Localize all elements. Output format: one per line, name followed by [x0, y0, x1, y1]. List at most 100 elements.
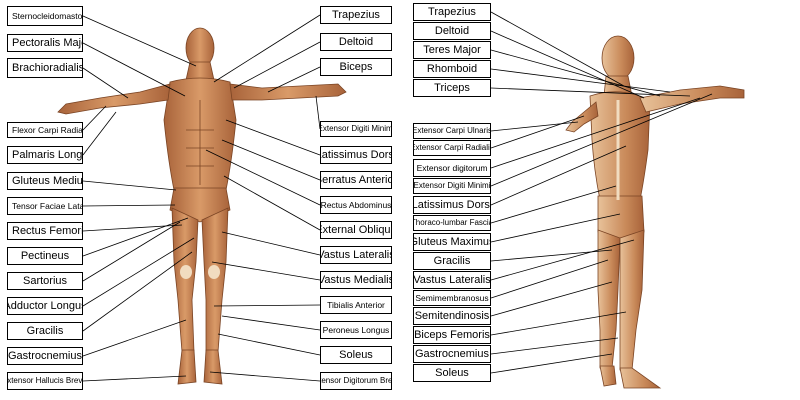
leader-line: [82, 111, 117, 156]
leader-line: [490, 115, 585, 149]
leader-line: [209, 371, 321, 382]
back-label-latissimus-dorsi: Latissimus Dorsi: [413, 196, 491, 214]
front-foot-right: [203, 349, 223, 385]
leader-line: [221, 139, 321, 181]
leader-line: [490, 97, 701, 169]
back-label-gracilis: Gracilis: [413, 252, 491, 270]
back-label-trapezius: Trapezius: [413, 3, 491, 21]
front-label-rectus-femoris: Rectus Femoris: [7, 222, 83, 240]
leader-line: [213, 14, 321, 83]
back-leg-right: [619, 229, 645, 371]
leader-line: [82, 204, 176, 207]
back-label-soleus: Soleus: [413, 364, 491, 382]
front-figure: [57, 27, 347, 385]
leader-line: [490, 30, 645, 99]
leader-line: [490, 337, 619, 355]
leader-line: [217, 333, 321, 356]
leader-line: [490, 239, 635, 281]
back-arm-extended: [639, 85, 745, 113]
back-label-extensor-digitorum: Extensor digitorum: [413, 159, 491, 177]
leader-line: [82, 375, 187, 382]
leader-line: [490, 93, 713, 187]
front-label-tibialis-anterior: Tibialis Anterior: [320, 296, 392, 314]
back-foot-left: [599, 365, 617, 387]
leader-line: [82, 42, 186, 97]
front-label-vastus-medialis: Vastus Medialis: [320, 271, 392, 289]
leader-line: [221, 231, 321, 256]
back-label-deltoid: Deltoid: [413, 22, 491, 40]
back-label-biceps-femoris: Biceps Femoris: [413, 326, 491, 344]
leader-line: [82, 105, 107, 131]
back-head: [601, 35, 635, 81]
leader-line: [490, 259, 609, 299]
front-leg-left: [171, 207, 199, 353]
back-label-semimembranosus: Semimembranosus: [413, 290, 491, 306]
front-label-palmaris-longus: Palmaris Longus: [7, 146, 83, 164]
back-label-triceps: Triceps: [413, 79, 491, 97]
leader-line: [211, 261, 321, 281]
front-label-soleus: Soleus: [320, 346, 392, 364]
leader-line: [490, 121, 579, 132]
front-label-pectoralis-major: Pectoralis Major: [7, 34, 83, 52]
leader-line: [205, 149, 321, 206]
leader-line: [82, 251, 193, 332]
leader-line: [213, 304, 321, 307]
front-label-brachioradialis: Brachioradialis: [7, 58, 83, 78]
back-foot-right: [619, 367, 662, 389]
back-figure: [565, 35, 745, 389]
front-label-serratus-anterior: Serratus Anterior: [320, 171, 392, 189]
front-label-latissimus-dorsi: Latissimus Dorsi: [320, 146, 392, 164]
front-label-rectus-abdominus: Rectus Abdominus: [320, 196, 392, 214]
back-torso: [589, 91, 651, 201]
front-label-flexor-carpi-radialis: Flexor Carpi Radialis: [7, 122, 83, 138]
leader-line: [490, 87, 691, 97]
front-label-extensor-digitorum-brevis: Extensor Digitorum Brevis: [320, 372, 392, 390]
leader-line: [221, 315, 321, 331]
back-label-extensor-digiti-minimi: Extensor Digiti Minimi: [413, 178, 491, 194]
front-label-tensor-faciae-latae: Tensor Faciae Latae: [7, 197, 83, 215]
back-label-teres-major: Teres Major: [413, 41, 491, 59]
leader-line: [82, 217, 189, 257]
back-label-gluteus-maximus: Gluteus Maximus: [413, 233, 491, 251]
front-label-deltoid: Deltoid: [320, 33, 392, 51]
back-label-thoraco-lumbar-fascia: Thoraco-lumbar Fascia: [413, 215, 491, 231]
leader-line: [267, 66, 321, 93]
leader-line: [82, 319, 187, 357]
front-arm-left: [57, 83, 171, 115]
leader-line: [490, 311, 627, 336]
front-label-adductor-longus: Adductor Longus: [7, 297, 83, 315]
leader-line: [82, 221, 181, 282]
leader-line: [490, 49, 661, 97]
back-label-extensor-carpi-ulnaris: Extensor Carpi Ulnaris: [413, 123, 491, 139]
front-label-pectineus: Pectineus: [7, 247, 83, 265]
leader-line: [315, 95, 321, 130]
leader-line: [490, 213, 621, 243]
front-neck: [185, 61, 215, 81]
back-label-extensor-carpi-radialis: Extensor Carpi Radialis: [413, 140, 491, 156]
leader-lines: [82, 11, 713, 382]
leader-line: [490, 145, 627, 206]
front-foot-left: [177, 349, 197, 385]
front-label-gracilis: Gracilis: [7, 322, 83, 340]
front-label-gastrocnemius: Gastrocnemius: [7, 347, 83, 365]
leader-line: [490, 281, 613, 317]
front-label-extensor-digiti-minimi: Extensor Digiti Minimi: [320, 121, 392, 137]
front-arm-right: [229, 83, 347, 101]
front-label-biceps: Biceps: [320, 58, 392, 76]
front-label-peroneus-longus: Peroneus Longus: [320, 321, 392, 339]
leader-line: [490, 11, 625, 87]
front-leg-right: [201, 207, 229, 353]
leader-line: [490, 185, 617, 224]
leader-line: [82, 237, 195, 307]
leader-line: [233, 41, 321, 89]
front-label-vastus-lateralis: Vastus Lateralis: [320, 246, 392, 264]
front-label-sartorius: Sartorius: [7, 272, 83, 290]
leader-line: [82, 15, 197, 67]
back-label-semitendinosis: Semitendinosis: [413, 307, 491, 325]
leader-line: [490, 249, 613, 262]
front-label-external-oblique: External Oblique: [320, 221, 392, 239]
leader-line: [490, 353, 613, 374]
back-label-gastrocnemius: Gastrocnemius: [413, 345, 491, 363]
